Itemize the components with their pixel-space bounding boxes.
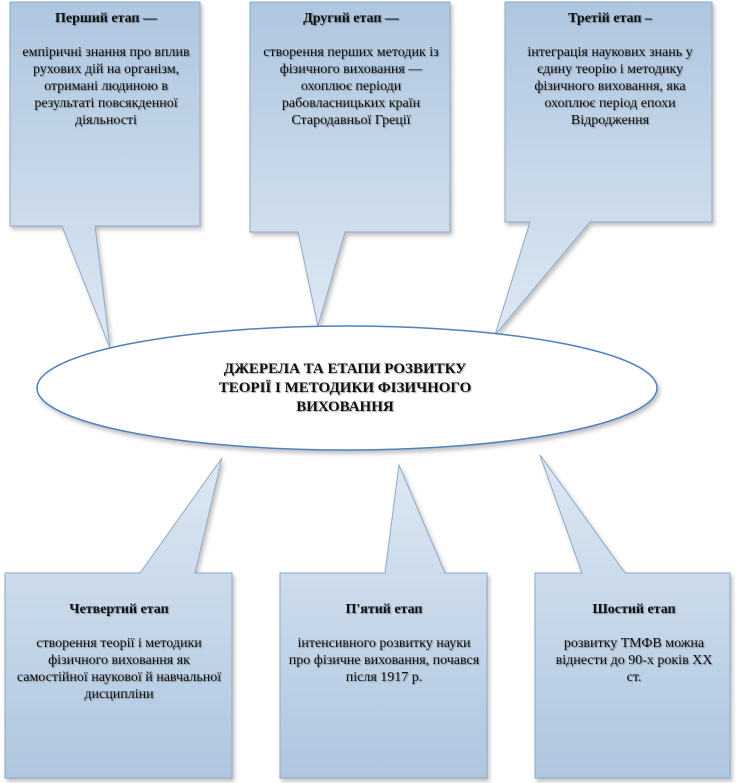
stage-1-title: Перший етап —	[55, 11, 157, 26]
stage-6-text: розвитку ТМФВ можна віднести до 90-х рок…	[555, 636, 713, 685]
callout-stage-3	[494, 1, 713, 336]
callout-stage-1	[9, 1, 201, 349]
stage-6-title: Шостий етап	[592, 602, 676, 617]
center-title-line-3: ВИХОВАННЯ	[296, 399, 394, 415]
stage-4-title: Четвертий етап	[69, 602, 169, 617]
stage-5-box: П'ятий етап інтенсивного розвитку науки …	[288, 601, 480, 686]
stage-5-title: П'ятий етап	[345, 602, 423, 617]
stage-5-text: інтенсивного розвитку науки про фізичне …	[288, 636, 480, 685]
stage-6-box: Шостий етап розвитку ТМФВ можна віднести…	[548, 601, 720, 686]
stage-1-box: Перший етап — емпіричні знання про вплив…	[18, 10, 194, 129]
callout-stage-6	[534, 454, 731, 779]
center-title: ДЖЕРЕЛА ТА ЕТАПИ РОЗВИТКУ ТЕОРІЇ І МЕТОД…	[150, 360, 540, 417]
callout-stage-4	[4, 457, 233, 779]
callout-stage-2	[249, 1, 451, 327]
stage-3-box: Третій етап – інтеграція наукових знань …	[515, 10, 705, 129]
stage-4-text: створення теорії і методики фізичного ви…	[16, 636, 222, 702]
stage-3-text: інтеграція наукових знань у єдину теорію…	[527, 45, 693, 128]
center-title-line-1: ДЖЕРЕЛА ТА ЕТАПИ РОЗВИТКУ	[223, 361, 467, 377]
callout-stage-5	[279, 463, 488, 779]
stage-2-text: створення перших методик із фізичного ви…	[263, 45, 439, 128]
center-title-line-2: ТЕОРІЇ І МЕТОДИКИ ФІЗИЧНОГО	[218, 380, 472, 396]
center-ellipse	[36, 325, 658, 451]
stage-2-title: Другий етап —	[303, 11, 399, 26]
stage-4-box: Четвертий етап створення теорії і методи…	[12, 601, 226, 703]
stage-2-box: Другий етап — створення перших методик і…	[258, 10, 444, 129]
stage-3-title: Третій етап –	[568, 11, 652, 26]
stage-1-text: емпіричні знання про вплив рухових дій н…	[22, 45, 190, 128]
